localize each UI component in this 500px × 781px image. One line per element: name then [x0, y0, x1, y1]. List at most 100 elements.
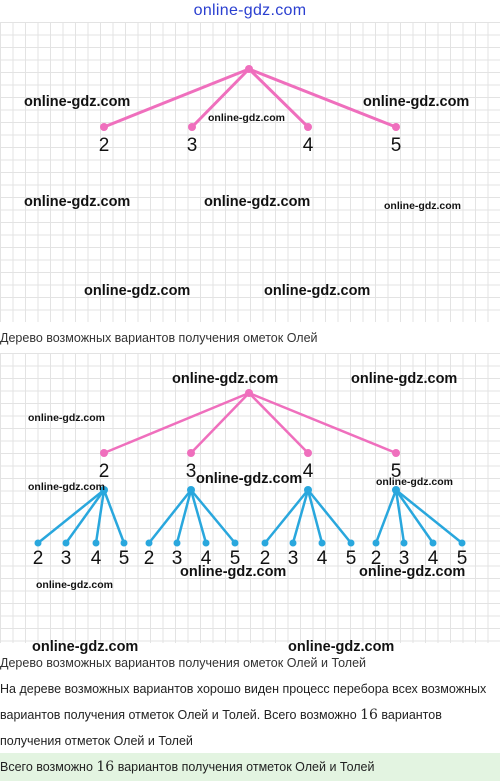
- tree2-leaf-node: [372, 539, 380, 547]
- tree2-node: [304, 449, 312, 457]
- tree2-leaf-label: 3: [399, 548, 410, 569]
- tree2-leaf-edge: [189, 489, 208, 544]
- tree2-leaf-edge: [291, 489, 310, 544]
- tree2-node: [100, 449, 108, 457]
- watermark: online-gdz.com: [351, 371, 458, 387]
- tree1-node: [392, 123, 400, 131]
- watermark: online-gdz.com: [24, 194, 131, 210]
- tree2-leaf-edge: [394, 489, 406, 544]
- tree2-leaf-node: [202, 539, 210, 547]
- tree2-leaf-node: [458, 539, 466, 547]
- tree-diagram-1: 2 3 4 5: [99, 65, 402, 156]
- watermark: online-gdz.com: [180, 564, 287, 580]
- tree2-leaf-node: [120, 539, 128, 547]
- watermark: online-gdz.com: [288, 639, 395, 655]
- tree2-leaf-label: 4: [91, 548, 102, 569]
- tree2-leaf-label: 2: [371, 548, 382, 569]
- tree1-label: 2: [99, 135, 110, 156]
- tree2-leaf-label: 4: [317, 548, 328, 569]
- tree2-leaf-edge: [148, 489, 192, 544]
- grid-background-1: [0, 22, 500, 322]
- tree1-label: 4: [303, 135, 314, 156]
- tree1-labels: 2 3 4 5: [99, 135, 402, 156]
- tree2-node: [392, 449, 400, 457]
- paragraph-text-2: вариантов получения отметок Олей и Толей: [0, 708, 442, 748]
- watermark: online-gdz.com: [363, 94, 470, 110]
- tree2-leaf-edge: [175, 489, 193, 544]
- tree2-leaf-label: 5: [119, 548, 130, 569]
- tree1-label: 3: [187, 135, 198, 156]
- tree2-leaf-node: [318, 539, 326, 547]
- tree2-node: [187, 449, 195, 457]
- answer-text-1: Всего возможно: [0, 760, 97, 774]
- caption-tree-1: Дерево возможных вариантов получения оме…: [0, 331, 318, 345]
- watermark: online-gdz.com: [384, 200, 461, 212]
- tree2-edge: [190, 392, 250, 454]
- tree2-leaf-label: 2: [33, 548, 44, 569]
- tree2-label: 5: [391, 461, 402, 482]
- caption-tree-2: Дерево возможных вариантов получения оме…: [0, 656, 367, 670]
- tree2-edge: [103, 391, 250, 455]
- tree2-leaf-edge: [37, 489, 105, 544]
- watermark: online-gdz.com: [24, 94, 131, 110]
- tree1-edge: [103, 67, 250, 129]
- tree2-label: 3: [186, 461, 197, 482]
- tree1-edges: [103, 67, 397, 129]
- watermark: online-gdz.com: [172, 371, 279, 387]
- tree1-label: 5: [391, 135, 402, 156]
- explanation-paragraph: На дереве возможных вариантов хорошо вид…: [0, 676, 492, 754]
- tree1-edge: [247, 67, 310, 129]
- tree2-leaf-edge: [264, 489, 309, 544]
- tree2-leaf-edge: [94, 489, 106, 544]
- watermark: online-gdz.com: [32, 639, 139, 655]
- tree2-leaf-label: 4: [201, 548, 212, 569]
- tree2-subroot-node: [187, 486, 195, 494]
- tree2-leaf-node: [400, 539, 408, 547]
- tree2-leaf-edge: [190, 489, 236, 544]
- tree2-leaf-node: [145, 539, 153, 547]
- tree2-edge: [248, 392, 309, 454]
- tree2-leaf-edge: [102, 489, 126, 544]
- tree2-edges: [37, 391, 463, 544]
- tree2-leaf-node: [92, 539, 100, 547]
- tree2-leaf-edge: [307, 489, 352, 544]
- watermark: online-gdz.com: [36, 579, 113, 591]
- tree2-leaf-edge: [64, 489, 106, 544]
- tree1-root-node: [245, 65, 253, 73]
- tree2-label: 4: [303, 461, 314, 482]
- tree2-leaf-label: 3: [172, 548, 183, 569]
- tree2-leaf-label: 3: [288, 548, 299, 569]
- watermark: online-gdz.com: [28, 481, 105, 493]
- tree2-leaf-node: [261, 539, 269, 547]
- answer-highlight: Всего возможно 16 вариантов получения от…: [0, 753, 500, 781]
- tree2-nodes: [34, 389, 466, 547]
- watermark: online-gdz.com: [264, 283, 371, 299]
- tree2-leaf-edge: [395, 489, 463, 544]
- tree2-leaf-label: 2: [144, 548, 155, 569]
- tree2-leaf-node: [231, 539, 239, 547]
- watermark: online-gdz.com: [204, 194, 311, 210]
- answer-count: 16: [96, 759, 115, 775]
- tree2-leaf-label: 5: [230, 548, 241, 569]
- tree1-node: [100, 123, 108, 131]
- tree2-subroot-node: [392, 486, 400, 494]
- tree2-root-node: [245, 389, 253, 397]
- tree2-leaf-label: 5: [346, 548, 357, 569]
- tree2-leaf-node: [34, 539, 42, 547]
- tree2-leaf-edge: [306, 489, 324, 544]
- grid-background-2: [0, 353, 500, 643]
- tree2-leaf-node: [173, 539, 181, 547]
- tree1-nodes: [100, 65, 400, 131]
- watermark: online-gdz.com: [196, 471, 303, 487]
- tree2-leaf-node: [289, 539, 297, 547]
- watermark: online-gdz.com: [376, 476, 453, 488]
- tree1-node: [188, 123, 196, 131]
- paragraph-text-1: На дереве возможных вариантов хорошо вид…: [0, 682, 487, 722]
- tree2-label: 2: [99, 461, 110, 482]
- watermark: online-gdz.com: [208, 112, 285, 124]
- tree2-leaf-node: [429, 539, 437, 547]
- tree2-leaf-label: 3: [61, 548, 72, 569]
- tree2-edge: [248, 391, 397, 455]
- tree2-subroot-node: [100, 486, 108, 494]
